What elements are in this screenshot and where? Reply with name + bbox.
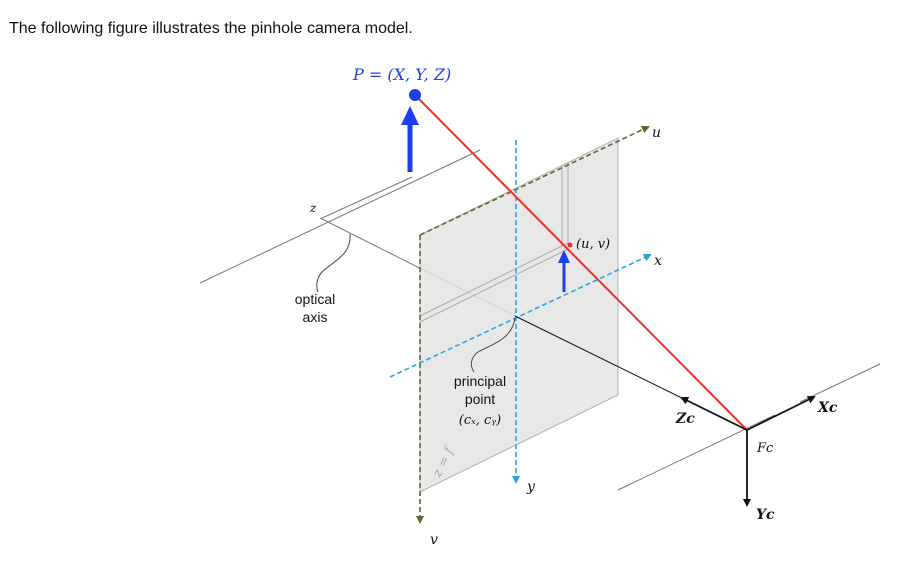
y-axis-label: y <box>526 479 536 495</box>
principal-point-coords: (cₓ, cᵧ) <box>459 413 501 428</box>
world-line-upper <box>319 176 413 220</box>
image-point-guides <box>419 162 569 323</box>
camera-x-axis <box>746 396 816 431</box>
point-p-dot <box>409 89 421 101</box>
u-axis-label: u <box>652 125 661 141</box>
optical-axis-label-line2: axis <box>303 309 328 325</box>
point-p-label: P = (X, Y, Z) <box>352 65 451 84</box>
principal-point-label-line2: point <box>465 391 495 407</box>
image-point-dot <box>567 242 573 248</box>
x-axis-label: x <box>654 253 662 269</box>
world-line-lower <box>199 149 481 284</box>
camera-z-label: Zc <box>675 411 695 427</box>
camera-x-label: Xc <box>817 400 838 416</box>
world-line-right-upper <box>799 363 881 403</box>
v-axis-label: v <box>430 532 438 548</box>
image-point-arrow-head <box>558 250 570 263</box>
camera-frame-label: Fc <box>756 441 774 456</box>
optical-axis-leader <box>316 233 351 293</box>
z-world-label: z <box>309 201 317 215</box>
projection-ray <box>414 94 748 431</box>
image-point-label: (u, v) <box>576 237 610 252</box>
u-axis-line <box>419 125 650 236</box>
camera-y-label: Yc <box>756 507 775 523</box>
camera-z-axis <box>680 397 748 431</box>
principal-point-label-line1: principal <box>454 373 506 389</box>
optical-axis-label-line1: optical <box>295 291 335 307</box>
world-line-right-lower <box>617 414 776 491</box>
point-p-arrow-head <box>401 106 419 125</box>
intro-text: The following figure illustrates the pin… <box>9 20 413 37</box>
principal-point-leader <box>470 317 516 373</box>
image-plane <box>419 137 619 493</box>
